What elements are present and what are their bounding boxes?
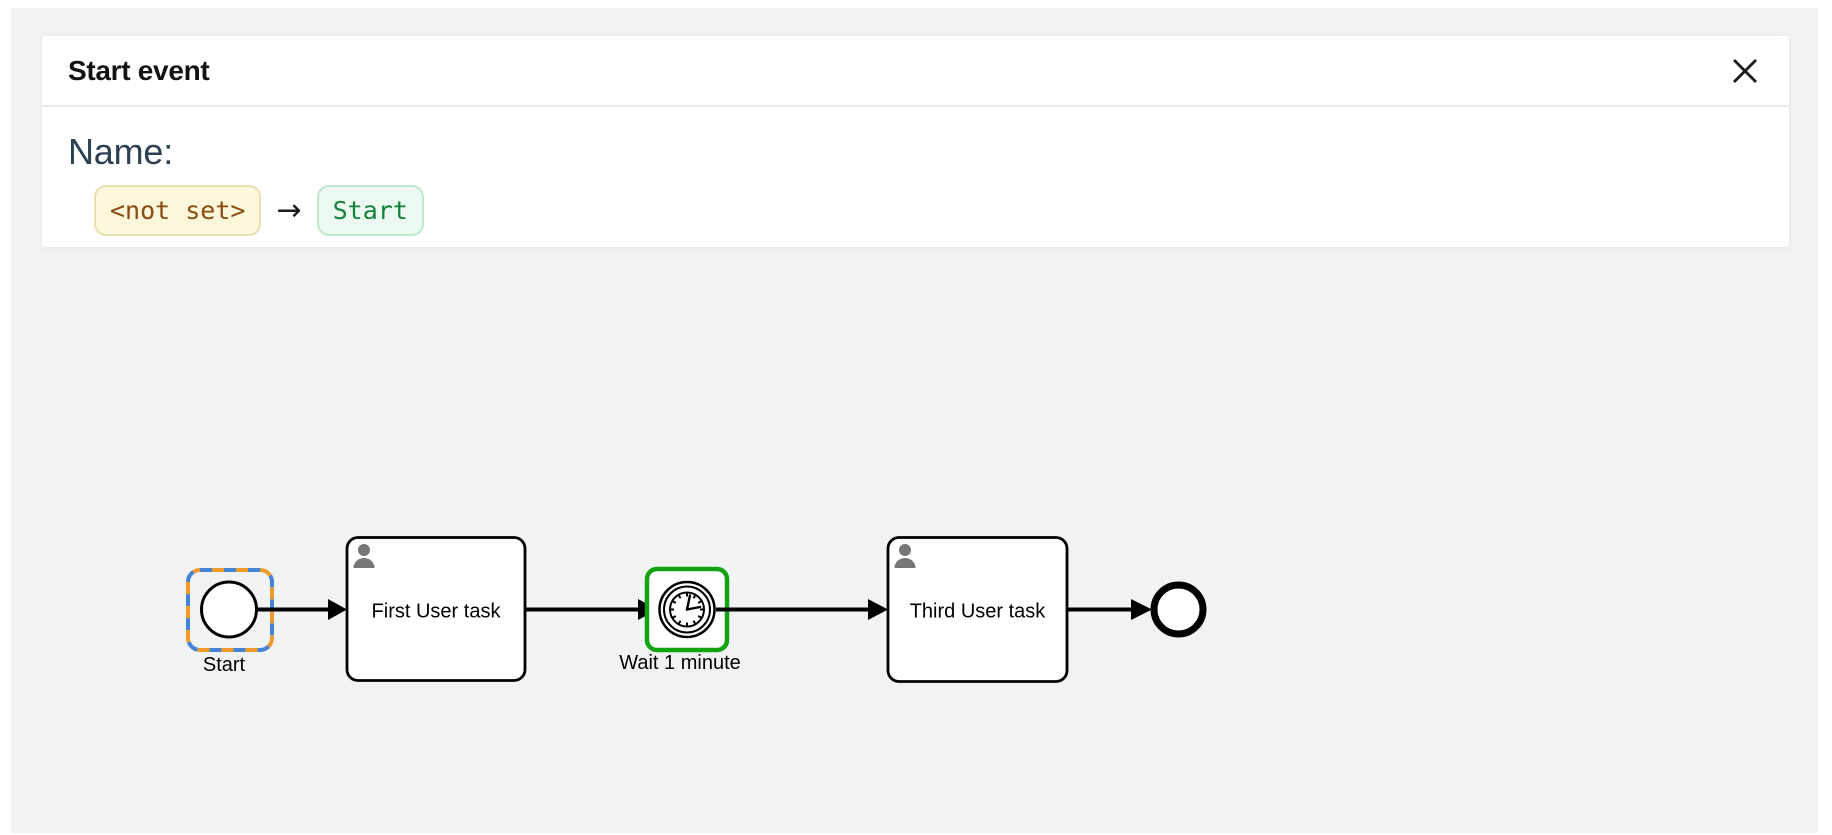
user-task-first-label: First User task <box>372 601 502 623</box>
sequence-flow-4[interactable] <box>1067 599 1152 620</box>
panel-body: Name: <not set> → Start <box>42 107 1789 236</box>
user-icon <box>894 544 916 568</box>
sequence-flow-2[interactable] <box>526 599 658 620</box>
start-event-label: Start <box>203 654 246 676</box>
close-button[interactable] <box>1727 53 1763 89</box>
user-task-third-label: Third User task <box>910 601 1047 623</box>
timer-event[interactable]: Wait 1 minute <box>619 566 741 674</box>
new-value-badge: Start <box>316 185 424 236</box>
sequence-flow-1[interactable] <box>257 599 347 620</box>
user-task-third[interactable]: Third User task <box>886 536 1069 683</box>
user-icon <box>353 544 375 568</box>
properties-panel: Start event Name: <not set> → Start <box>42 36 1789 247</box>
panel-header: Start event <box>42 36 1789 107</box>
arrow-right-icon: → <box>276 193 302 228</box>
name-change-row: <not set> → Start <box>94 185 1763 236</box>
sequence-flow-3[interactable] <box>716 599 888 620</box>
clock-icon <box>669 591 705 628</box>
panel-title: Start event <box>68 54 210 86</box>
end-event-shape[interactable] <box>1150 581 1207 638</box>
old-value-badge: <not set> <box>94 185 262 236</box>
name-field-label: Name: <box>68 131 174 172</box>
close-icon <box>1733 58 1757 83</box>
timer-event-label: Wait 1 minute <box>619 652 741 674</box>
user-task-first[interactable]: First User task <box>345 536 527 682</box>
start-event-shape[interactable] <box>200 580 258 639</box>
